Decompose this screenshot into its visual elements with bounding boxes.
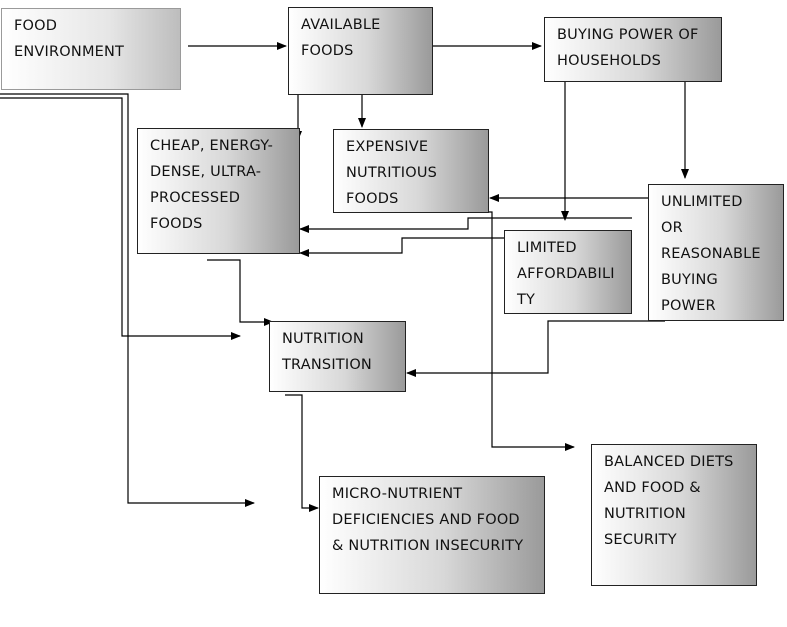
node-nutrition-transition: NUTRITION TRANSITION <box>269 321 406 392</box>
node-label: BUYING POWER OF HOUSEHOLDS <box>557 27 699 69</box>
node-label: EXPENSIVE NUTRITIOUS FOODS <box>346 139 438 207</box>
arrow-limited-to-cheap-upper <box>299 217 632 233</box>
arrow-cheap-to-nutrition-transition <box>207 259 274 326</box>
node-label: UNLIMITED OR REASONABLE BUYING POWER <box>661 194 761 314</box>
node-label: NUTRITION TRANSITION <box>282 331 372 373</box>
arrow-unlimited-to-nutrition-transition <box>406 320 665 377</box>
arrow-food-env-to-nutrition-transition <box>0 97 241 340</box>
node-limited-affordability: LIMITED AFFORDABILI TY <box>504 230 632 314</box>
node-label: LIMITED AFFORDABILI TY <box>517 240 615 308</box>
arrow-nutrition-transition-to-micro-nutrient <box>285 394 319 512</box>
arrow-food-env-to-micro-nutrient <box>0 93 255 507</box>
node-label: FOOD ENVIRONMENT <box>14 18 125 60</box>
node-label: BALANCED DIETS AND FOOD & NUTRITION SECU… <box>604 454 734 548</box>
node-food-environment: FOOD ENVIRONMENT <box>1 8 181 90</box>
node-cheap-processed-foods: CHEAP, ENERGY- DENSE, ULTRA- PROCESSED F… <box>137 128 300 254</box>
node-unlimited-buying-power: UNLIMITED OR REASONABLE BUYING POWER <box>648 184 784 321</box>
node-expensive-nutritious-foods: EXPENSIVE NUTRITIOUS FOODS <box>333 129 489 213</box>
node-label: AVAILABLE FOODS <box>301 17 381 59</box>
node-micro-nutrient-deficiencies: MICRO-NUTRIENT DEFICIENCIES AND FOOD & N… <box>319 476 545 594</box>
node-buying-power-of-households: BUYING POWER OF HOUSEHOLDS <box>544 17 722 82</box>
node-balanced-diets: BALANCED DIETS AND FOOD & NUTRITION SECU… <box>591 444 757 586</box>
arrow-limited-to-cheap-lower <box>299 237 504 257</box>
node-label: MICRO-NUTRIENT DEFICIENCIES AND FOOD & N… <box>332 486 524 554</box>
node-label: CHEAP, ENERGY- DENSE, ULTRA- PROCESSED F… <box>150 138 273 232</box>
node-available-foods: AVAILABLE FOODS <box>288 7 433 95</box>
